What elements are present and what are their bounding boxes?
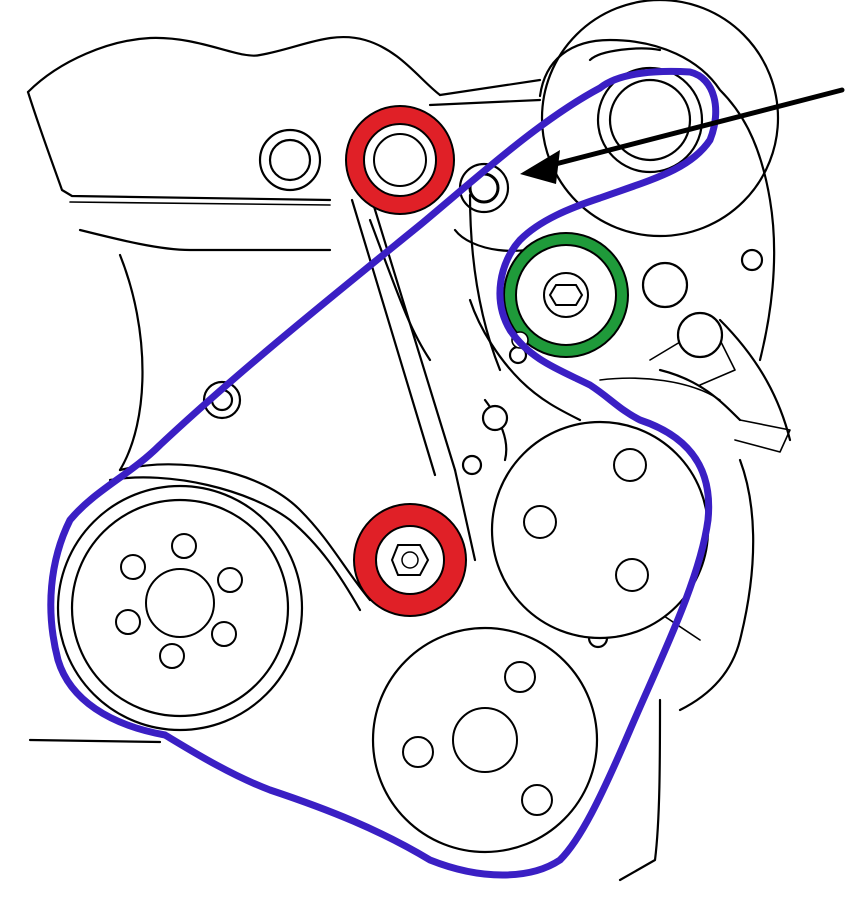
crankshaft-pulley — [56, 484, 304, 732]
bolt-left — [202, 380, 242, 420]
pulley-green-tensioner — [503, 232, 629, 358]
pulley-red-middle — [353, 503, 467, 617]
pulley-red-top — [345, 105, 455, 215]
pointer-arrow — [520, 87, 845, 184]
small-fasteners — [458, 162, 764, 649]
engine-block-outline — [26, 35, 792, 882]
upper-housing — [540, 0, 780, 238]
inner-belt — [108, 193, 502, 612]
pulley-right — [490, 420, 710, 640]
belt-route-path — [47, 67, 720, 879]
top-left-idler — [258, 128, 322, 192]
pulley-bottom — [371, 626, 599, 854]
